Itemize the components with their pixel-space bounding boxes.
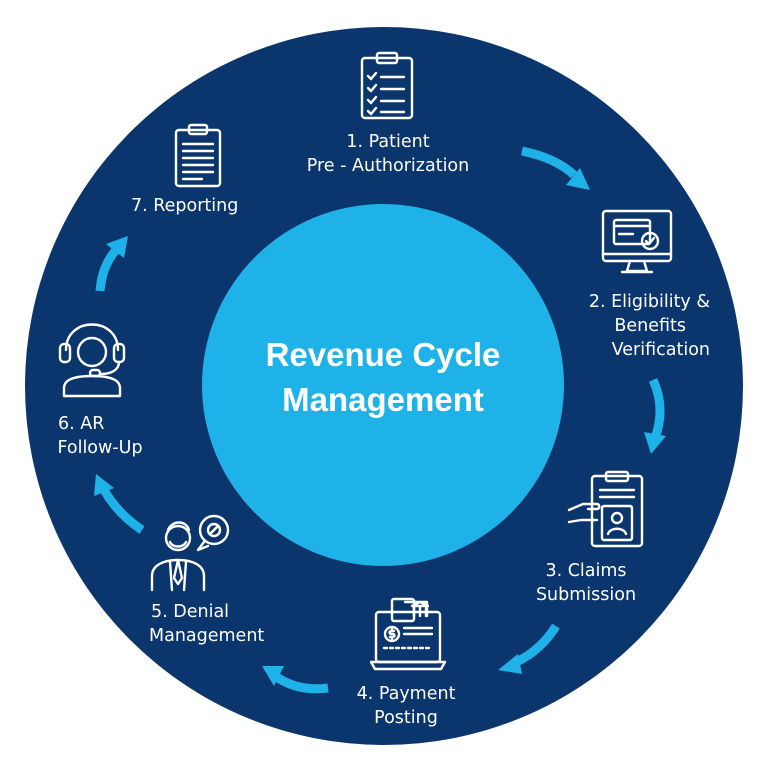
step-7-label-line1: 7. Reporting	[131, 196, 239, 216]
step-3-label: 3. Claims Submission	[516, 559, 656, 607]
step-3-label-line1: 3. Claims	[545, 561, 627, 581]
center-title-line2: Management	[282, 381, 484, 418]
center-circle	[202, 204, 564, 566]
agent-denied-icon	[150, 514, 230, 592]
hand-id-clipboard-icon	[567, 470, 644, 548]
step-5-label: 5. Denial Management	[149, 600, 309, 648]
arrow-1-to-2	[521, 146, 578, 179]
center-title: Revenue Cycle Management	[202, 332, 564, 422]
step-3-label-line2: Submission	[535, 585, 637, 605]
step-5-label-line1: 5. Denial	[151, 602, 230, 622]
step-6-label-line2: Follow-Up	[57, 438, 143, 458]
step-2-label-line3: Verification	[611, 340, 710, 360]
report-clipboard-icon	[174, 123, 222, 188]
monitor-card-check-icon	[601, 209, 673, 274]
laptop-payment-icon	[370, 597, 447, 671]
clipboard-checklist-icon	[360, 51, 414, 120]
arrowhead-2-to-3	[644, 432, 666, 454]
step-1-label-line1: 1. Patient	[346, 132, 430, 152]
step-6-label-line1: 6. AR	[58, 414, 105, 434]
step-5-label-line2: Management	[149, 626, 265, 646]
arrowhead-4-to-5	[262, 666, 284, 686]
step-4-label-line2: Posting	[374, 708, 438, 728]
step-7-label: 7. Reporting	[131, 194, 271, 218]
center-title-line1: Revenue Cycle	[265, 336, 501, 373]
arrow-4-to-5	[272, 672, 329, 694]
step-4-label-line1: 4. Payment	[356, 684, 456, 704]
arrow-6-to-7	[95, 247, 120, 292]
step-1-label-line2: Pre - Authorization	[306, 156, 470, 176]
arrowhead-5-to-6	[94, 474, 114, 496]
arrowhead-1-to-2	[566, 168, 590, 190]
step-2-label-line1: 2. Eligibility &	[588, 292, 710, 312]
arrow-5-to-6	[100, 487, 145, 534]
step-2-label-line2: Benefits	[614, 316, 686, 336]
arrow-2-to-3	[648, 378, 665, 440]
headset-agent-icon	[58, 323, 126, 398]
arrowhead-3-to-4	[498, 654, 522, 674]
step-6-label: 6. AR Follow-Up	[40, 412, 160, 460]
step-2-label: 2. Eligibility & Benefits Verification	[540, 290, 710, 362]
step-1-label: 1. Patient Pre - Authorization	[288, 130, 488, 178]
step-4-label: 4. Payment Posting	[336, 682, 476, 730]
arrowhead-6-to-7	[106, 236, 128, 258]
